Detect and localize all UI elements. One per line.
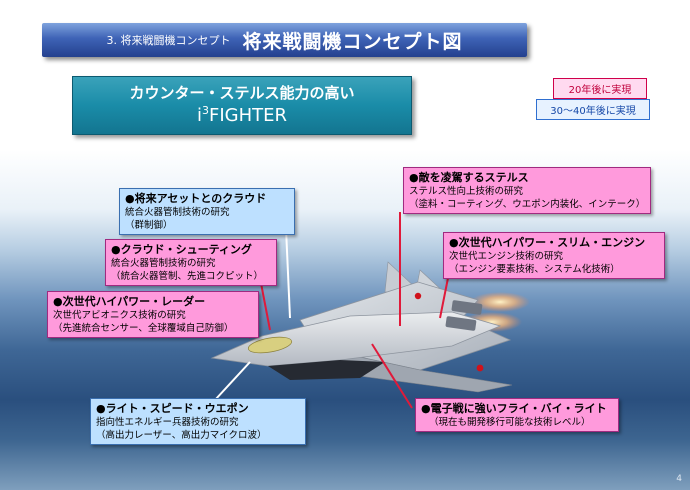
- box-cloud-line-2: （群制御）: [125, 220, 173, 231]
- box-weapon-line-1: 指向性エネルギー兵器技術の研究: [96, 417, 239, 428]
- box-shooting-heading: ●クラウド・シューティング: [111, 243, 252, 256]
- box-radar-line-1: 次世代アビオニクス技術の研究: [53, 310, 186, 321]
- box-stealth-heading: ●敵を凌駕するステルス: [409, 171, 529, 184]
- exhaust-glow-upper: [470, 292, 530, 312]
- box-radar-heading: ●次世代ハイパワー・レーダー: [53, 295, 206, 308]
- box-weapon-line-2: （高出力レーザー、高出力マイクロ波）: [96, 430, 267, 441]
- box-shooting-line-1: 統合火器管制技術の研究: [111, 258, 216, 269]
- box-weapon: ●ライト・スピード・ウエポン 指向性エネルギー兵器技術の研究 （高出力レーザー、…: [90, 398, 306, 445]
- box-engine-line-1: 次世代エンジン技術の研究: [449, 251, 564, 262]
- intake: [268, 360, 385, 380]
- box-engine-line-2: （エンジン要素技術、システム化技術）: [449, 264, 620, 275]
- legend-far-term: 30～40年後に実現: [536, 99, 650, 120]
- concept-superscript: 3: [201, 104, 209, 117]
- legend-near-term: 20年後に実現: [553, 78, 647, 99]
- concept-line-2: i3FIGHTER: [73, 104, 411, 126]
- section-title: 3. 将来戦闘機コンセプト: [106, 34, 231, 47]
- concept-prefix: i: [196, 105, 202, 126]
- box-stealth: ●敵を凌駕するステルス ステルス性向上技術の研究 （塗料・コーティング、ウエポン…: [403, 167, 651, 214]
- box-shooting-line-2: （統合火器管制、先進コクピット）: [111, 271, 264, 282]
- box-stealth-line-1: ステルス性向上技術の研究: [409, 186, 524, 197]
- box-engine-heading: ●次世代ハイパワー・スリム・エンジン: [449, 236, 646, 249]
- concept-box: カウンター・ステルス能力の高い i3FIGHTER: [72, 76, 412, 135]
- box-radar-line-2: （先進統合センサー、全球覆域自己防御）: [53, 323, 234, 334]
- box-fly-by-light-heading: ●電子戦に強いフライ・バイ・ライト: [421, 402, 607, 415]
- concept-suffix: FIGHTER: [208, 105, 288, 126]
- box-fly-by-light-line-1: （現在も開発移行可能な技術レベル）: [429, 417, 591, 428]
- page-title: 将来戦闘機コンセプト図: [242, 30, 463, 53]
- box-cloud-heading: ●将来アセットとのクラウド: [125, 192, 267, 205]
- box-radar: ●次世代ハイパワー・レーダー 次世代アビオニクス技術の研究 （先進統合センサー、…: [47, 291, 259, 338]
- roundel-upper: [414, 292, 422, 300]
- concept-line-1: カウンター・ステルス能力の高い: [129, 84, 355, 102]
- page-number: 4: [676, 474, 682, 484]
- roundel-lower: [476, 364, 484, 372]
- box-engine: ●次世代ハイパワー・スリム・エンジン 次世代エンジン技術の研究 （エンジン要素技…: [443, 232, 665, 279]
- box-shooting: ●クラウド・シューティング 統合火器管制技術の研究 （統合火器管制、先進コクピッ…: [105, 239, 277, 286]
- box-stealth-line-2: （塗料・コーティング、ウエポン内装化、インテーク）: [409, 199, 646, 210]
- box-fly-by-light: ●電子戦に強いフライ・バイ・ライト （現在も開発移行可能な技術レベル）: [415, 398, 619, 432]
- canopy: [247, 336, 293, 354]
- title-bar: 3. 将来戦闘機コンセプト 将来戦闘機コンセプト図: [42, 23, 527, 57]
- box-weapon-heading: ●ライト・スピード・ウエポン: [96, 402, 249, 415]
- box-cloud-line-1: 統合火器管制技術の研究: [125, 207, 230, 218]
- box-cloud: ●将来アセットとのクラウド 統合火器管制技術の研究 （群制御）: [119, 188, 295, 235]
